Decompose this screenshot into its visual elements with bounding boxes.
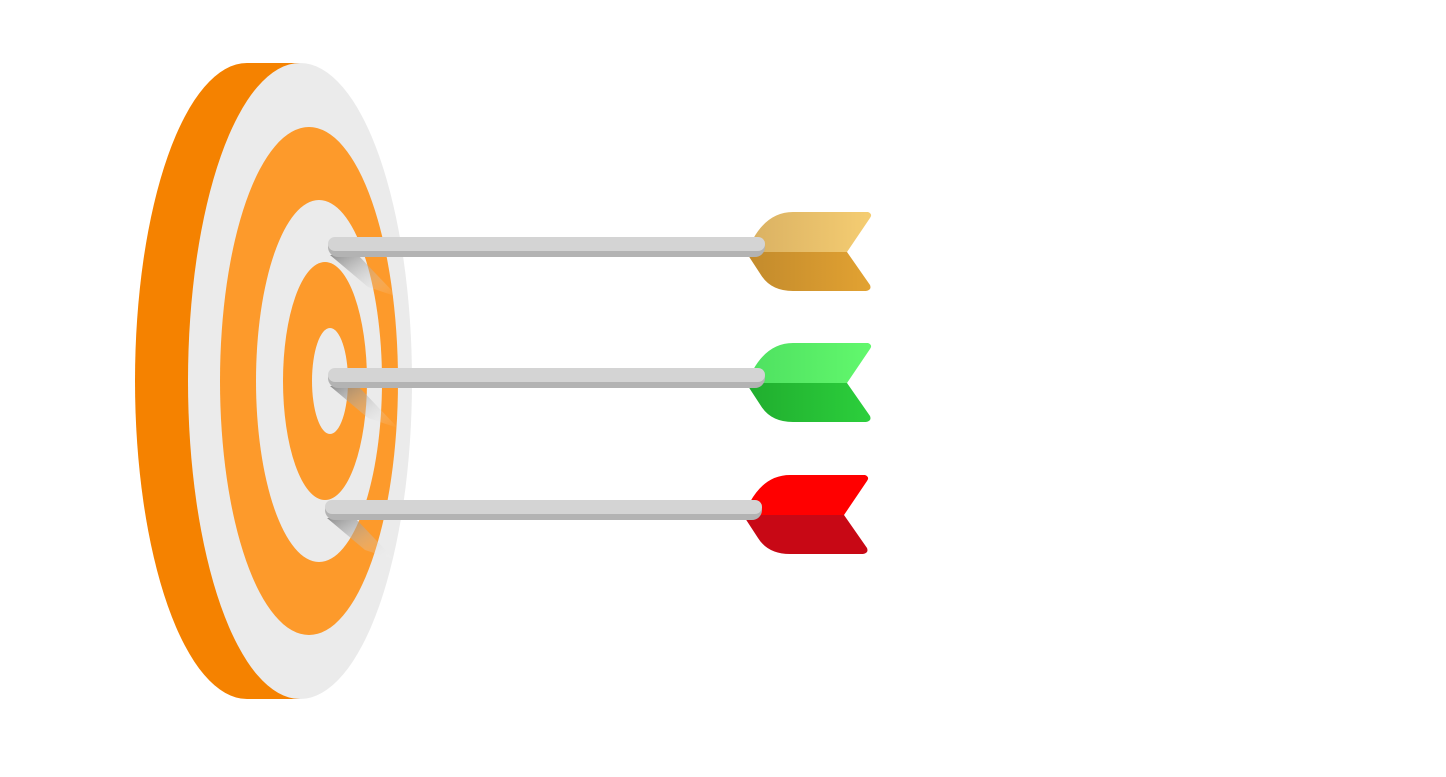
arrows <box>325 212 872 560</box>
fletching-bottom <box>746 252 871 291</box>
fletching-bottom <box>743 515 868 554</box>
arrow-shaft-highlight <box>325 500 762 514</box>
arrow-shadow <box>330 255 398 297</box>
fletching-top <box>746 212 872 252</box>
arrow-gold <box>328 212 872 297</box>
arrow-green <box>328 343 872 428</box>
arrow-shaft-highlight <box>328 368 765 382</box>
arrow-shadow <box>330 386 398 428</box>
arrow-red <box>325 475 869 560</box>
fletching-top <box>746 343 872 383</box>
arrow-shadow <box>327 518 395 560</box>
fletching-top <box>743 475 869 515</box>
fletching-bottom <box>746 383 871 422</box>
arrow-shaft-highlight <box>328 237 765 251</box>
